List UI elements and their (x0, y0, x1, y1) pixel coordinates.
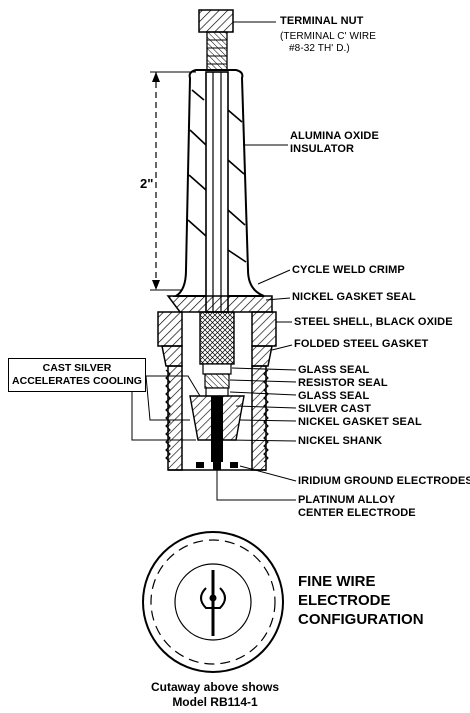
cast-silver-callout: CAST SILVER ACCELERATES COOLING (8, 358, 146, 392)
dimension-label: 2" (140, 176, 154, 191)
label-steel-shell: STEEL SHELL, BLACK OXIDE (294, 316, 453, 328)
leader-lines (131, 21, 297, 501)
label-insulator-1: ALUMINA OXIDE (290, 130, 379, 142)
configuration-line2: ELECTRODE (298, 592, 391, 609)
configuration-line1: FINE WIRE (298, 573, 376, 590)
callout-line1: CAST SILVER (42, 362, 112, 374)
label-platinum-1: PLATINUM ALLOY (298, 494, 396, 506)
electrode-end-view (142, 531, 284, 673)
insulator-shape (172, 69, 265, 313)
label-glass-seal-2: GLASS SEAL (298, 390, 370, 402)
label-nickel-shank: NICKEL SHANK (298, 435, 383, 447)
label-folded-gasket: FOLDED STEEL GASKET (294, 338, 429, 350)
callout-line2: ACCELERATES COOLING (12, 375, 142, 387)
configuration-title: FINE WIRE ELECTRODE CONFIGURATION (298, 572, 424, 629)
label-platinum-2: CENTER ELECTRODE (298, 507, 416, 519)
configuration-line3: CONFIGURATION (298, 611, 424, 628)
dimension-line (150, 71, 196, 291)
caption-line1: Cutaway above shows (150, 680, 280, 694)
label-iridium-ground: IRIDIUM GROUND ELECTRODES (298, 475, 470, 487)
label-glass-seal-1: GLASS SEAL (298, 364, 370, 376)
label-resistor-seal: RESISTOR SEAL (298, 377, 388, 389)
caption-line2: Model RB114-1 (172, 695, 258, 709)
terminal-nut-shape (198, 9, 234, 75)
label-terminal-nut-sub1: (TERMINAL C' WIRE (280, 31, 377, 42)
label-insulator-2: INSULATOR (290, 143, 355, 155)
label-weld-crimp: CYCLE WELD CRIMP (292, 264, 405, 276)
label-terminal-nut-sub2: #8-32 TH' D.) (289, 43, 350, 54)
label-silver-cast: SILVER CAST (298, 403, 372, 415)
label-gasket-seal: NICKEL GASKET SEAL (292, 291, 416, 303)
label-nickel-gasket-seal: NICKEL GASKET SEAL (298, 416, 422, 428)
core-seal-stack (189, 311, 245, 470)
label-terminal-nut: TERMINAL NUT (280, 15, 364, 27)
